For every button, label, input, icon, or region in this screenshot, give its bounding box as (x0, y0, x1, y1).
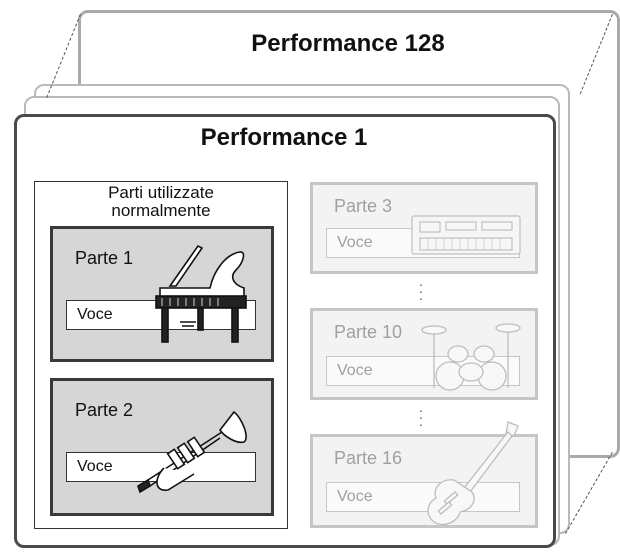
used-parts-label-line1: Parti utilizzate (108, 183, 214, 202)
part-3-label: Parte 3 (334, 196, 393, 216)
drum-kit-icon (421, 323, 521, 391)
grand-piano-icon (155, 244, 247, 343)
part-16-label: Parte 16 (334, 448, 403, 468)
electric-guitar-icon (427, 421, 519, 526)
part-16-voice-field: Voce (326, 482, 520, 512)
part-2-label: Parte 2 (75, 400, 134, 420)
synthesizer-keyboard-icon (411, 215, 521, 255)
ellipsis-vertical: ··· (418, 402, 424, 432)
performance-128-title: Performance 128 (251, 30, 445, 57)
part-2-card (50, 378, 274, 516)
used-parts-label-line2: normalmente (111, 201, 211, 220)
trumpet-icon (137, 410, 247, 494)
used-parts-label: Parti utilizzate normalmente (35, 184, 287, 220)
perspective-line (565, 452, 613, 534)
part-10-label: Parte 10 (334, 322, 403, 342)
ellipsis-vertical: ··· (418, 276, 424, 306)
part-1-label: Parte 1 (75, 248, 134, 268)
performance-1-title: Performance 1 (200, 124, 368, 151)
